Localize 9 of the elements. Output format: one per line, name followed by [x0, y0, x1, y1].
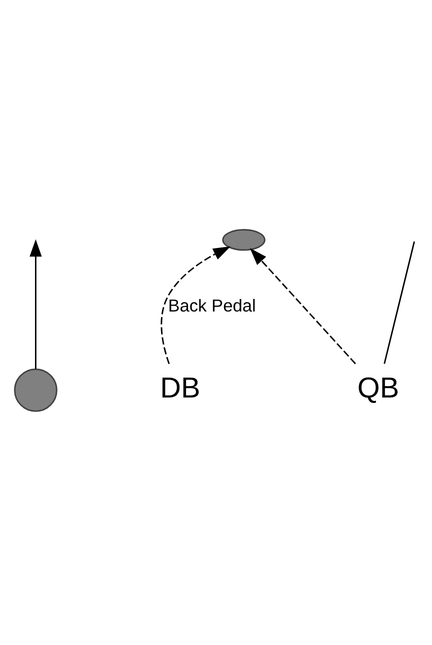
node-text: DB	[160, 372, 200, 404]
edge-label: Back Pedal	[168, 295, 256, 316]
arrow	[30, 238, 42, 368]
arrow	[250, 248, 356, 364]
arrow	[160, 246, 231, 364]
connector	[384, 240, 415, 364]
node-text: QB	[357, 372, 400, 404]
node-circle	[14, 368, 58, 412]
node-ellipse	[222, 228, 266, 250]
